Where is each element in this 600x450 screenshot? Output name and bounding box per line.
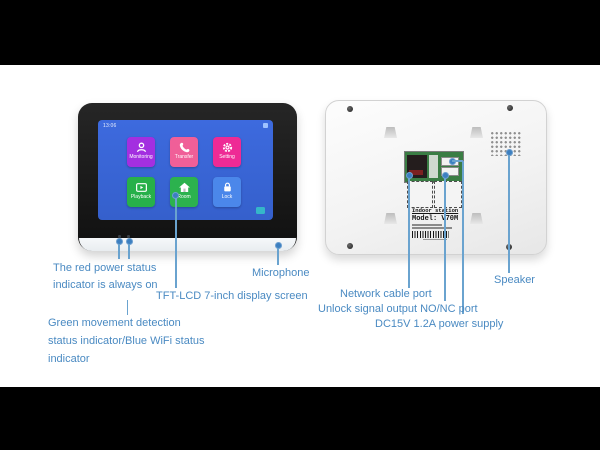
callout-line-microphone	[277, 248, 279, 265]
callout-line-red-led	[118, 244, 120, 259]
annotation-line: indicator is always on	[53, 279, 158, 291]
tile-label: Lock	[221, 194, 233, 200]
mount-slot-top-left	[384, 127, 397, 138]
callout-dot-green-led	[125, 237, 133, 245]
callout-dot-network	[405, 171, 413, 179]
annotation-line: Green movement detection	[48, 317, 181, 329]
screw-top-left	[347, 106, 353, 112]
barcode-number	[423, 238, 447, 240]
callout-line-network	[408, 178, 410, 288]
annotation-network: Network cable port	[340, 288, 432, 300]
screw-bottom-left	[347, 243, 353, 249]
annotation-green-status: Green movement detection status indicato…	[48, 314, 205, 368]
tile-label: Setting	[219, 154, 235, 160]
pcb-opening	[404, 151, 464, 183]
annotation-microphone: Microphone	[252, 267, 310, 279]
annotation-line: indicator	[48, 353, 90, 365]
playback-icon	[135, 183, 147, 192]
callout-line-speaker	[508, 155, 510, 273]
label-title: Indoor station	[412, 207, 459, 214]
callout-dot-microphone	[274, 241, 282, 249]
callout-line-green-led-2	[126, 300, 128, 315]
callout-line-unlock	[444, 178, 446, 301]
tile-setting: Setting	[213, 137, 241, 167]
status-led	[127, 235, 130, 238]
terminal-connector-bottom	[441, 167, 459, 176]
tile-transfer: Transfer	[170, 137, 198, 167]
annotation-line: The red power status	[53, 262, 157, 274]
bottom-letterbox-bar	[0, 387, 600, 450]
tft-lcd-screen: 13:06 Monitoring Transfer	[98, 120, 273, 220]
annotation-tft: TFT-LCD 7-inch display screen	[156, 290, 308, 302]
screw-top-right	[507, 105, 513, 111]
callout-line-green-led	[128, 244, 130, 259]
mount-slot-bottom-right	[470, 213, 483, 224]
tile-lock: Lock	[213, 177, 241, 207]
pcb-component	[409, 170, 423, 175]
screen-clock: 13:06	[103, 123, 117, 129]
dashed-cutout-right	[434, 181, 462, 208]
callout-dot-red-led	[115, 237, 123, 245]
screen-corner-button	[256, 207, 265, 214]
tile-playback: Playback	[127, 177, 155, 207]
person-icon	[136, 142, 146, 153]
tile-label: Monitoring	[129, 154, 153, 160]
barcode	[412, 230, 449, 238]
power-led	[118, 235, 121, 238]
dashed-cutout-left	[407, 181, 433, 208]
status-icon	[263, 123, 268, 128]
product-label: Indoor station Model: V70M	[412, 207, 458, 240]
annotation-power: DC15V 1.2A power supply	[375, 318, 504, 330]
gear-icon	[222, 142, 232, 153]
label-model: Model: V70M	[412, 214, 459, 223]
callout-dot-speaker	[505, 148, 513, 156]
lock-icon	[223, 182, 231, 192]
annotation-line: status indicator/Blue WiFi status	[48, 335, 205, 347]
tile-label: Transfer	[174, 154, 194, 160]
indoor-monitor-back: Indoor station Model: V70M	[325, 100, 547, 255]
callout-line-power-h	[452, 160, 463, 162]
top-letterbox-bar	[0, 0, 600, 65]
annotation-red-status: The red power status indicator is always…	[53, 260, 158, 294]
annotation-speaker: Speaker	[494, 274, 535, 286]
home-icon	[178, 182, 190, 193]
label-fineprint	[412, 227, 452, 229]
label-fineprint	[412, 224, 442, 226]
pcb-chip	[429, 155, 438, 178]
tile-label: Room	[177, 194, 191, 200]
mount-slot-top-right	[470, 127, 483, 138]
front-chin	[79, 238, 296, 251]
callout-dot-unlock	[441, 171, 449, 179]
callout-line-screen	[175, 198, 177, 288]
callout-line-power	[462, 161, 464, 314]
indoor-monitor-front: 13:06 Monitoring Transfer	[78, 103, 297, 251]
annotation-unlock: Unlock signal output NO/NC port	[318, 303, 478, 315]
phone-icon	[179, 142, 189, 153]
mount-slot-bottom-left	[384, 213, 397, 224]
callout-dot-screen	[171, 191, 179, 199]
tile-label: Playback	[130, 194, 152, 200]
tile-monitoring: Monitoring	[127, 137, 155, 167]
